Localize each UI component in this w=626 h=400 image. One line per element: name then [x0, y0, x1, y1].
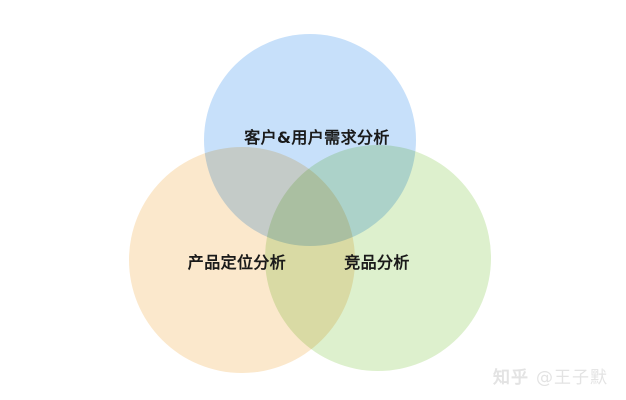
venn-circle-right [265, 145, 491, 371]
watermark-site-name: 知乎 [493, 368, 529, 388]
venn-label-left: 产品定位分析 [187, 253, 287, 272]
venn-label-right: 竞品分析 [344, 253, 410, 272]
watermark: 知乎 @王子默 [493, 363, 608, 388]
venn-label-top: 客户&用户需求分析 [244, 128, 390, 147]
watermark-author-handle: @王子默 [536, 368, 608, 388]
